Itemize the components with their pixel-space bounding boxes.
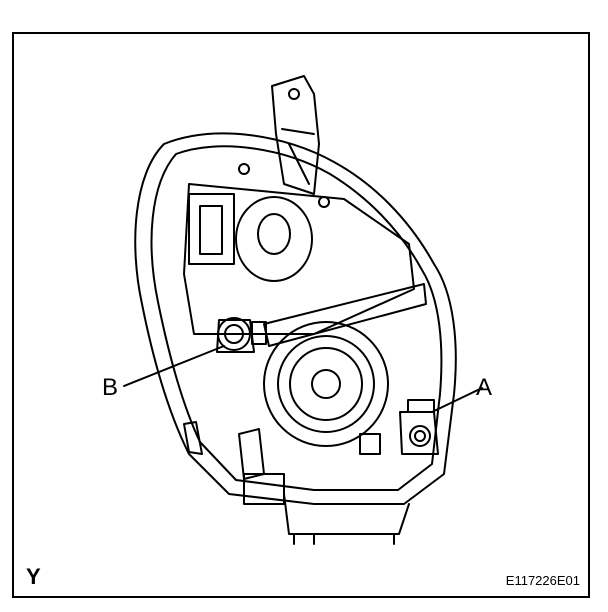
bulb-socket-b [216, 317, 267, 353]
diagonal-brace [263, 283, 427, 347]
leader-line-a [431, 387, 483, 413]
lower-bracket [238, 428, 265, 480]
headlight-assembly-illustration [123, 75, 483, 545]
callout-label-a: A [476, 374, 493, 401]
small-connector [359, 433, 381, 455]
leader-line-b [123, 345, 225, 387]
view-letter: Y [26, 564, 41, 589]
high-beam-bulb-housing [183, 183, 415, 335]
callout-label-b: B [102, 374, 119, 401]
low-beam-reflector [263, 321, 389, 447]
housing-outline [134, 132, 457, 505]
figure-code: E117226E01 [505, 573, 580, 588]
bulb-socket-a [399, 399, 439, 455]
illustration-frame: B A Y E117226E01 [12, 32, 590, 598]
housing-inner-rim [150, 145, 443, 491]
top-mounting-tab [271, 75, 320, 195]
